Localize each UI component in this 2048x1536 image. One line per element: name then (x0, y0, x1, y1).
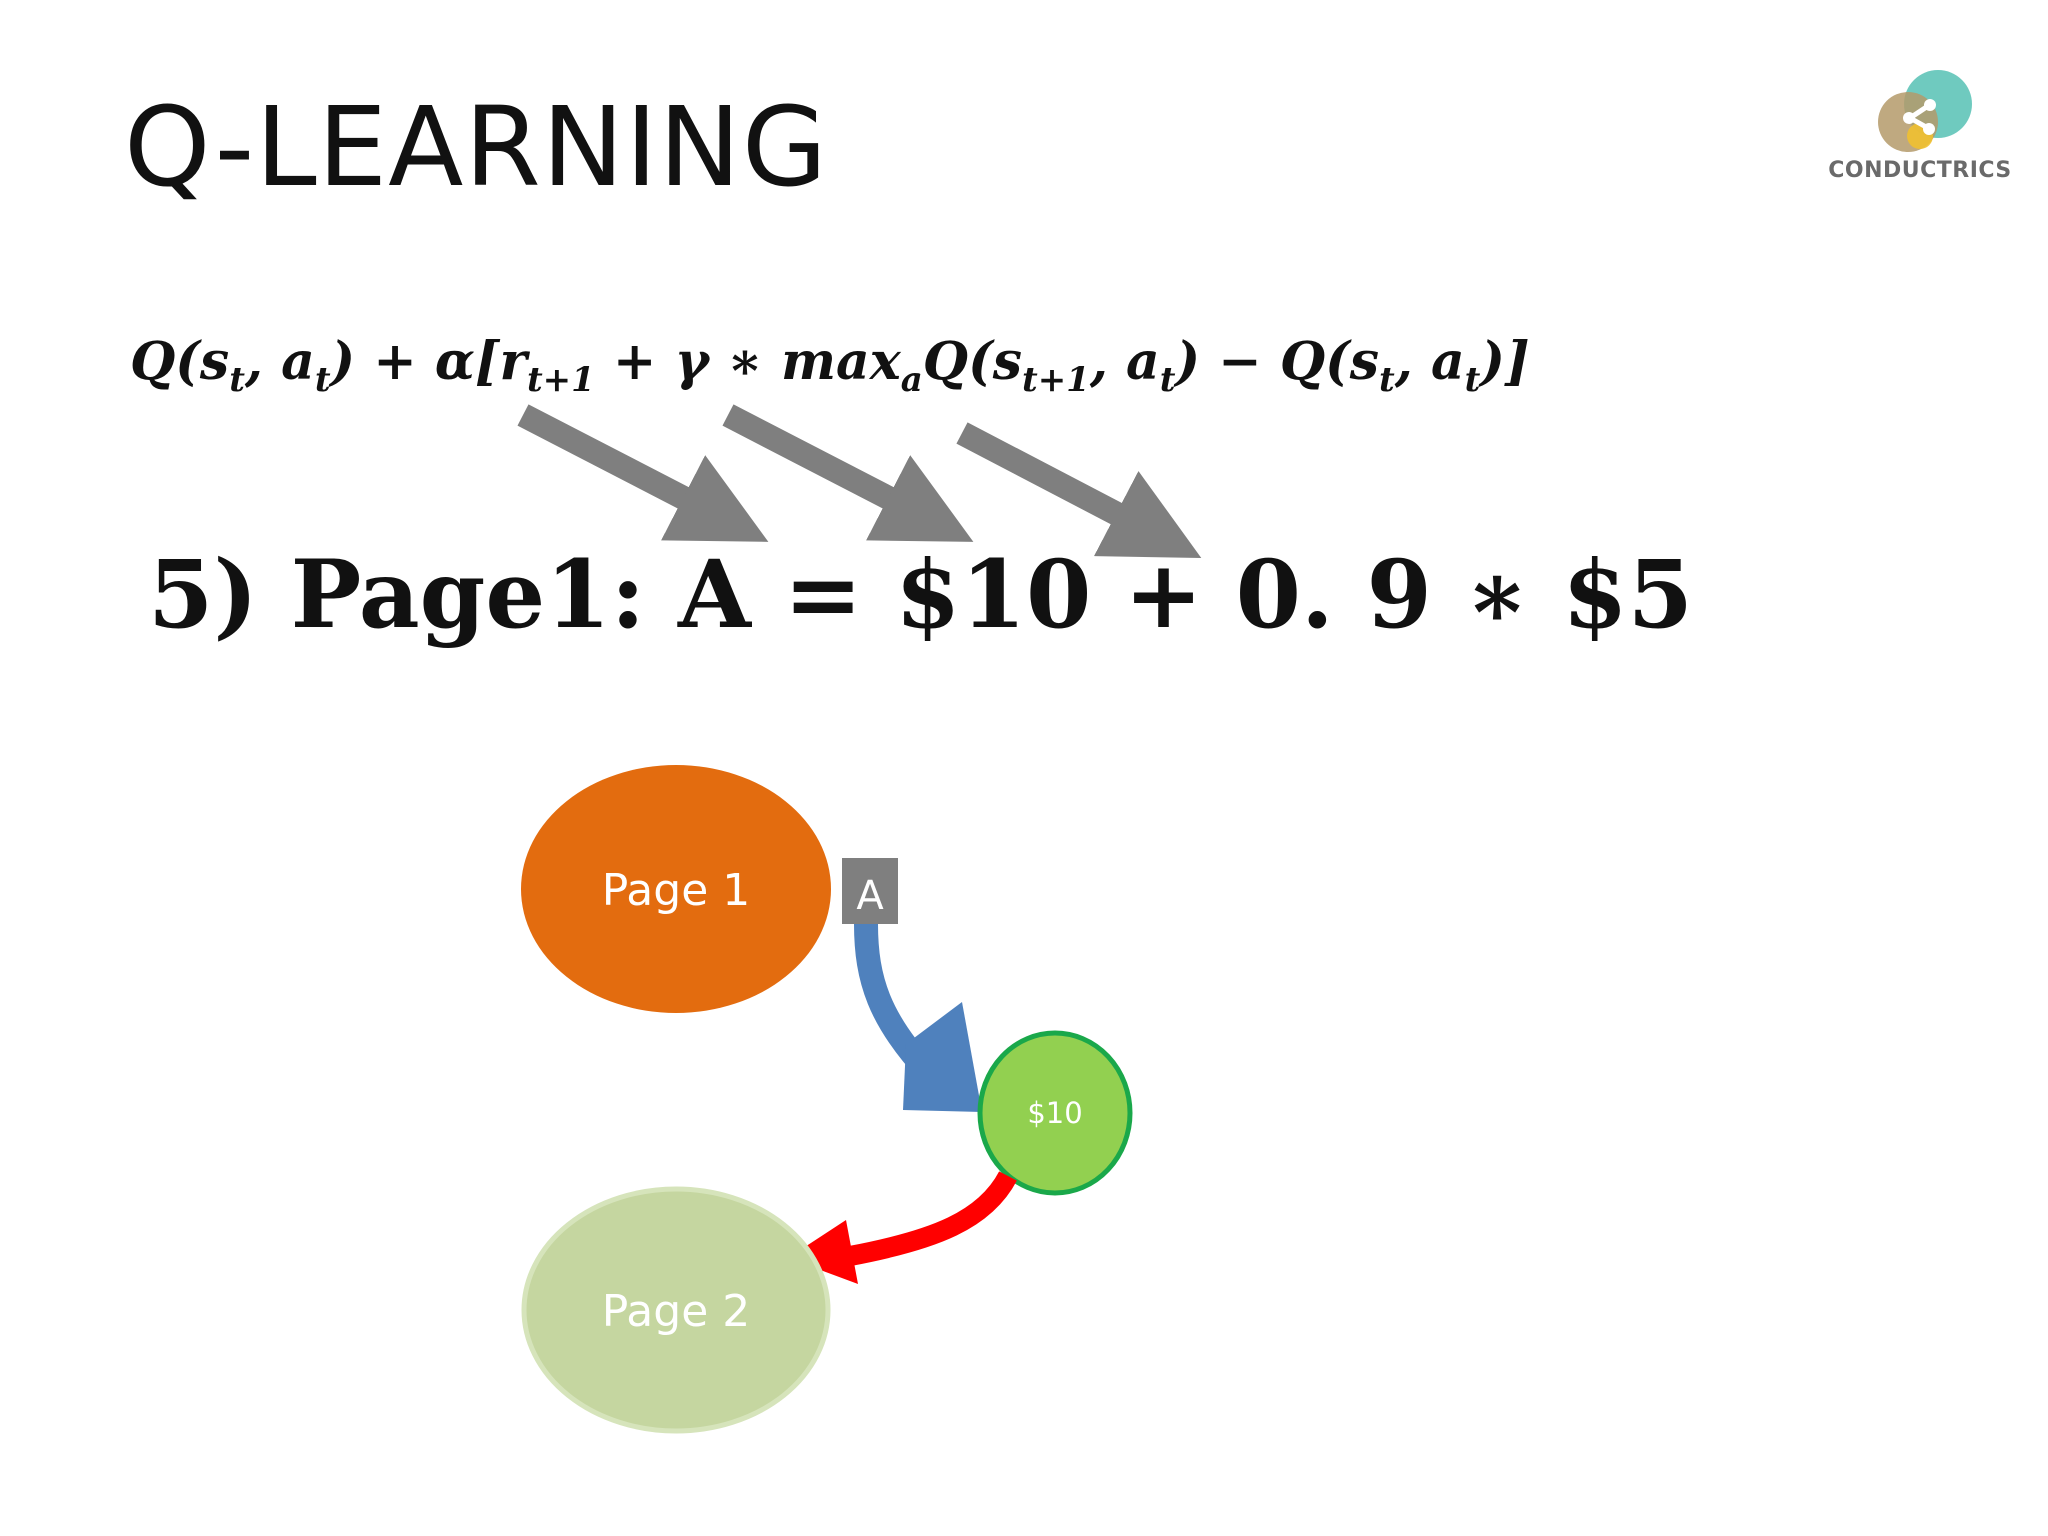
pointer-arrow-maxq (956, 422, 1202, 559)
reward-node: $10 (977, 1030, 1133, 1196)
pointer-arrow-gamma (722, 404, 974, 542)
worked-equation: 5) Page1: A = $10 + 0. 9 ∗ $5 (148, 540, 1694, 650)
reward-label: $10 (1027, 1096, 1082, 1130)
logo-text: CONDUCTRICS (1828, 158, 2012, 183)
page2-label: Page 2 (602, 1286, 751, 1337)
pointer-arrow-reward (517, 404, 769, 542)
conductrics-logo: CONDUCTRICS (1810, 62, 2030, 202)
page2-node: Page 2 (521, 1186, 831, 1434)
page1-label: Page 1 (602, 865, 751, 916)
page1-node: Page 1 (521, 765, 831, 1013)
q-learning-formula: Q(st, at) + α[rt+1 + γ ∗ maxaQ(st+1, at)… (130, 331, 1530, 400)
action-label: A (856, 873, 884, 919)
transition-arrow (854, 923, 982, 1112)
action-node: A (842, 858, 898, 924)
share-icon (1878, 70, 1972, 152)
next-state-arrow (788, 1171, 1017, 1284)
slide-title: Q-LEARNING (124, 83, 829, 211)
